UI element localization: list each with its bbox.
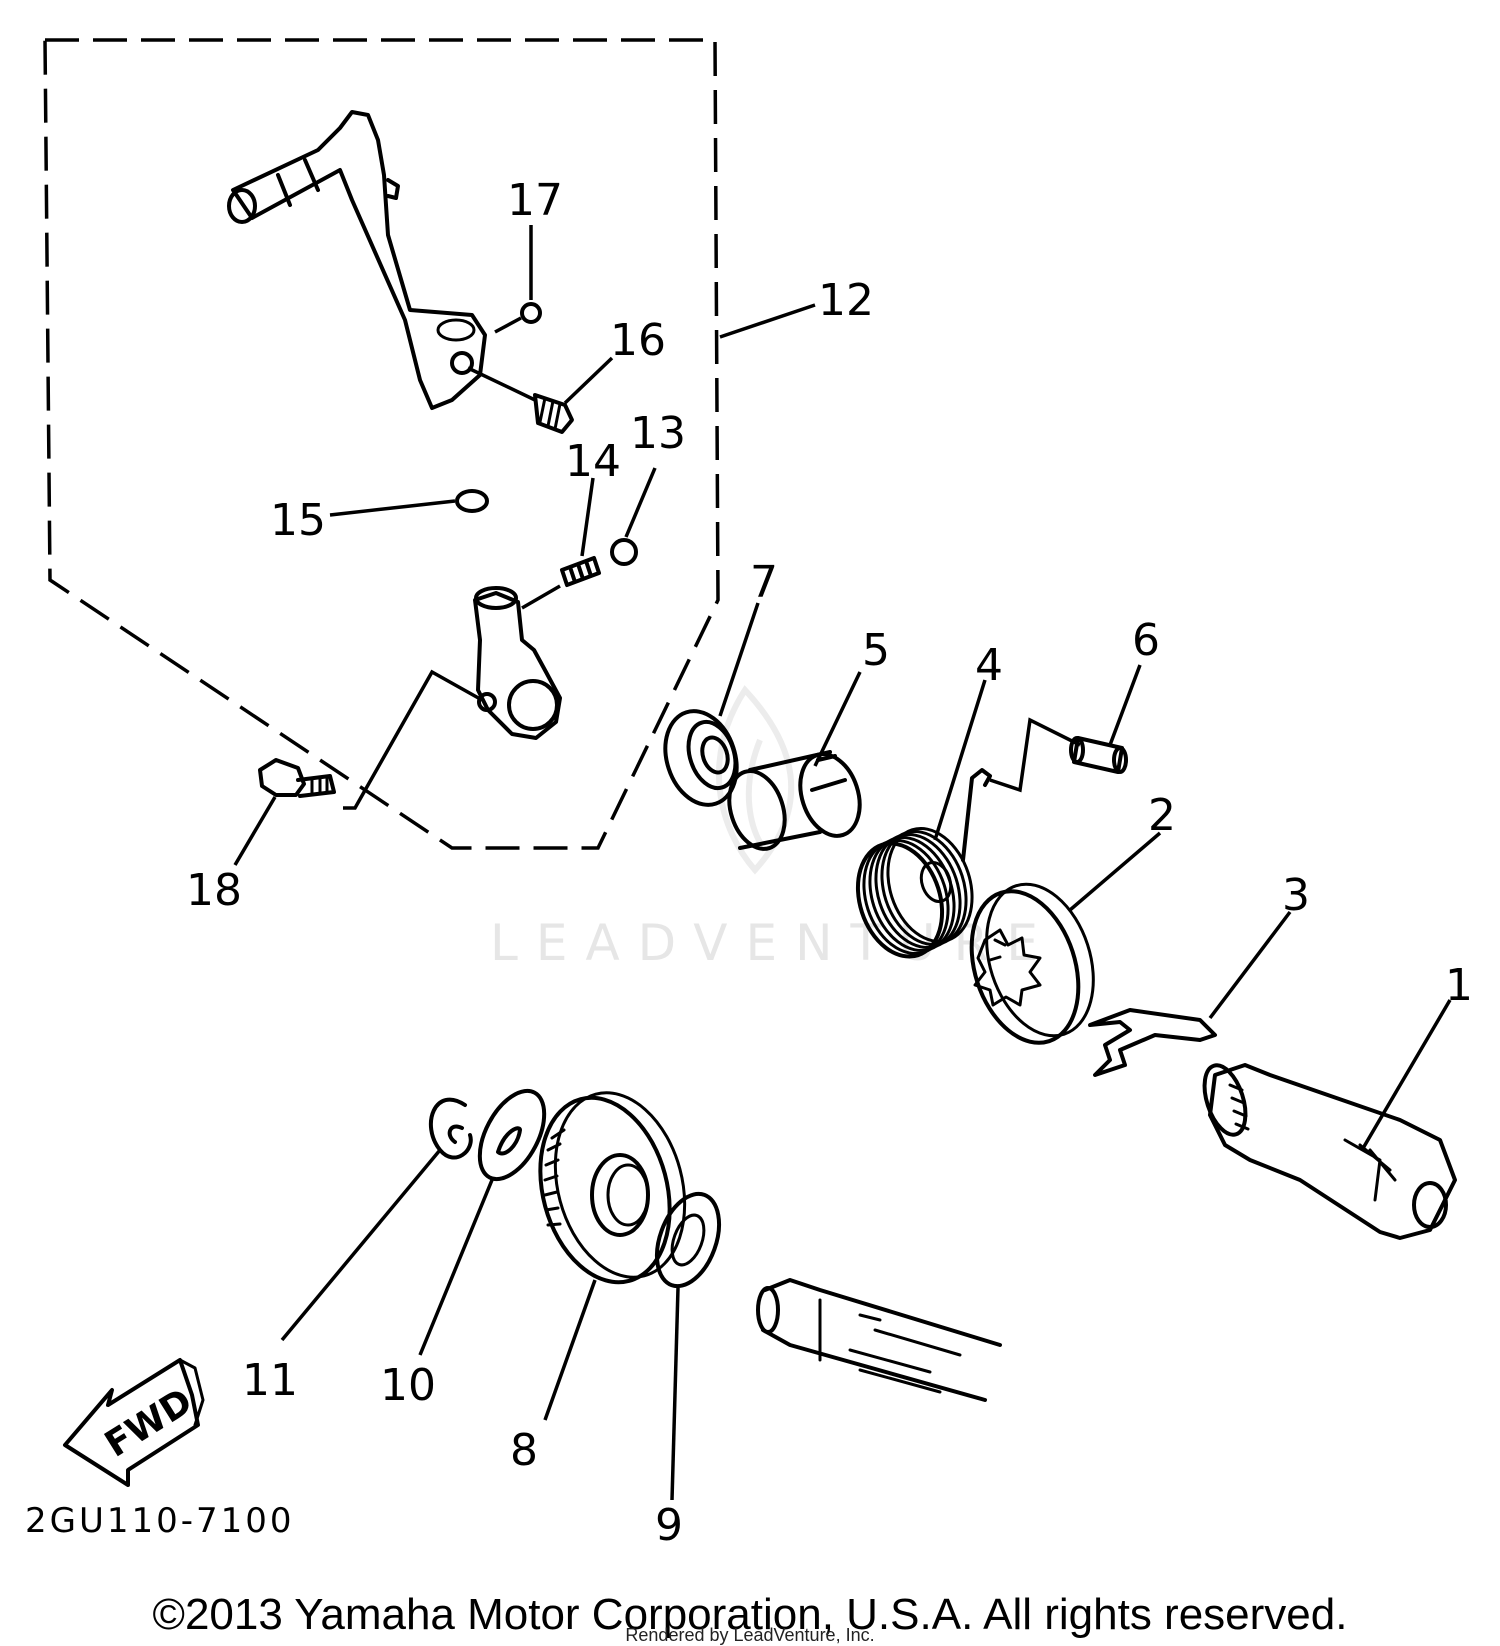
fwd-label: FWD (98, 1381, 200, 1466)
label-part-5: 5 (862, 625, 890, 676)
part-5-sleeve[interactable] (720, 671, 870, 856)
label-part-4: 4 (975, 640, 1003, 691)
label-part-18: 18 (186, 865, 242, 916)
label-part-6: 6 (1132, 615, 1160, 666)
label-part-9: 9 (655, 1500, 683, 1551)
label-part-14: 14 (565, 436, 621, 487)
part-18-bolt[interactable] (233, 758, 336, 866)
label-part-16: 16 (610, 315, 666, 366)
part-6-pin[interactable] (1069, 664, 1142, 774)
diagram-code: 2GU110-7100 (25, 1501, 295, 1541)
part-2-ratchet-wheel[interactable] (953, 831, 1162, 1057)
label-part-13: 13 (630, 408, 686, 459)
label-part-8: 8 (510, 1425, 538, 1476)
label-part-12: 12 (818, 275, 874, 326)
label-part-1: 1 (1445, 960, 1473, 1011)
kick-boss[interactable] (343, 584, 562, 810)
label-part-2: 2 (1148, 790, 1176, 841)
part-4-spring[interactable] (844, 679, 1081, 968)
copyright-text: ©2013 Yamaha Motor Corporation, U.S.A. A… (152, 1590, 1348, 1639)
part-17-ball[interactable] (494, 225, 542, 334)
part-10-washer[interactable] (418, 1080, 557, 1356)
part-15-clip[interactable] (329, 489, 489, 517)
part-13-ball[interactable] (610, 467, 657, 566)
part-1-kick-axle[interactable] (1197, 999, 1457, 1240)
label-part-3: 3 (1282, 870, 1310, 921)
part-14-spring[interactable] (560, 477, 601, 587)
label-part-11: 11 (242, 1355, 298, 1406)
label-part-17: 17 (507, 175, 563, 226)
kick-crank-lever[interactable] (227, 110, 487, 410)
label-part-15: 15 (270, 495, 326, 546)
label-part-7: 7 (750, 557, 778, 608)
part-9-washer[interactable] (645, 1185, 730, 1501)
assembly-12-outline (43, 38, 720, 850)
part-7-bearing[interactable] (654, 602, 760, 814)
fwd-arrow-icon: FWD (63, 1358, 205, 1487)
part-8-kick-gear[interactable] (521, 1078, 704, 1421)
part-16-screw[interactable] (467, 356, 614, 434)
part-3-clip[interactable] (1088, 910, 1292, 1077)
label-part-10: 10 (380, 1360, 436, 1411)
rendered-by-text: Rendered by LeadVenture, Inc. (625, 1625, 875, 1645)
shaft (756, 1278, 1002, 1402)
leader-12 (719, 303, 816, 339)
part-11-circlip[interactable] (280, 1097, 473, 1342)
